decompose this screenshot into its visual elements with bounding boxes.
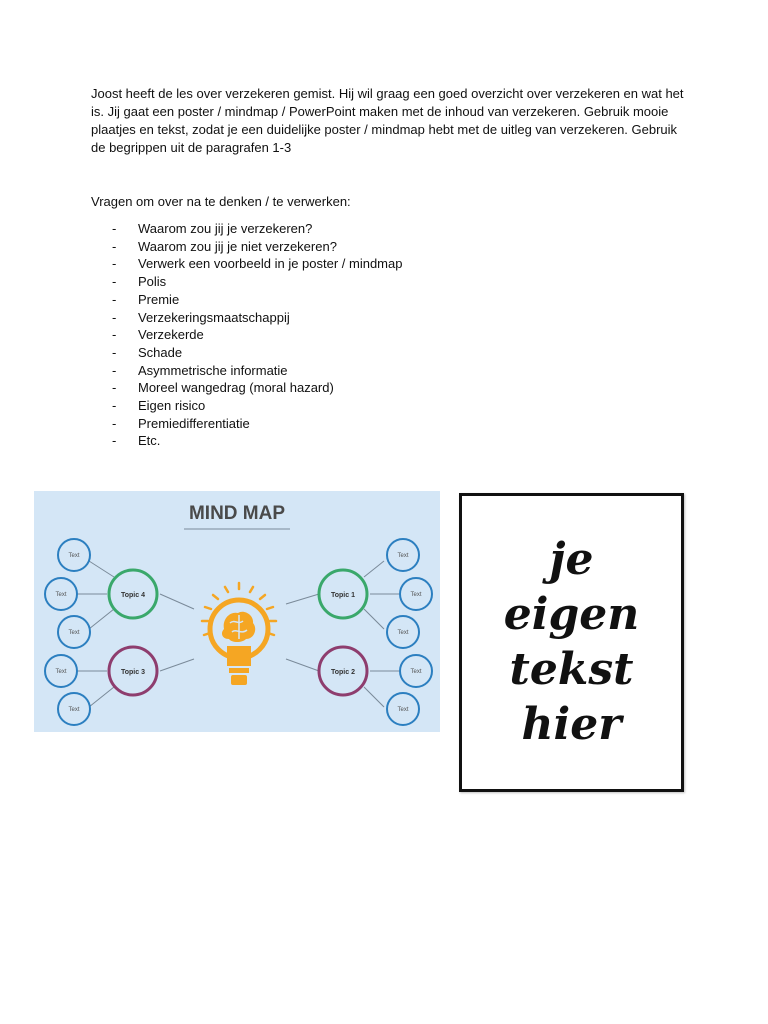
leaf-node: Text <box>399 577 433 611</box>
list-item: - Premie <box>112 291 402 309</box>
leaf-label: Text <box>68 707 79 713</box>
list-item: - Eigen risico <box>112 397 402 415</box>
list-item-text: Waarom zou jij je niet verzekeren? <box>138 238 337 254</box>
list-item-text: Premiedifferentiatie <box>138 415 250 431</box>
list-item: - Verwerk een voorbeeld in je poster / mi… <box>112 255 402 273</box>
list-dash: - <box>112 380 117 396</box>
list-item-text: Verwerk een voorbeeld in je poster / min… <box>138 256 403 272</box>
list-item: - Waarom zou jij je verzekeren? <box>112 220 402 238</box>
leaf-label: Text <box>55 592 66 598</box>
topic-2-node: Topic 2 <box>317 645 369 697</box>
list-dash: - <box>112 256 117 272</box>
bulb-base-2 <box>231 675 247 685</box>
leaf-node: Text <box>386 615 420 649</box>
leaf-node: Text <box>399 654 433 688</box>
list-dash: - <box>112 291 117 307</box>
leaf-label: Text <box>68 630 79 636</box>
topic-3-node: Topic 3 <box>107 645 159 697</box>
list-item-text: Waarom zou jij je verzekeren? <box>138 221 313 236</box>
topic-2-label: Topic 2 <box>331 669 355 676</box>
leaf-node: Text <box>57 692 91 726</box>
leaf-label: Text <box>68 553 79 559</box>
list-dash: - <box>112 433 117 449</box>
topic-4-label: Topic 4 <box>121 592 145 599</box>
leaf-node: Text <box>44 654 78 688</box>
list-item: - Asymmetrische informatie <box>112 362 402 380</box>
list-item-text: Verzekeringsmaatschappij <box>138 309 290 325</box>
bulb-neck <box>227 646 251 666</box>
list-dash: - <box>112 415 117 431</box>
list-dash: - <box>112 327 117 343</box>
list-dash: - <box>112 362 117 378</box>
poster-line-4: hier <box>521 699 622 750</box>
list-dash: - <box>112 309 117 325</box>
poster-frame: je eigen tekst hier <box>459 493 684 792</box>
poster-line-1: je <box>549 534 594 585</box>
list-item: - Waarom zou jij je niet verzekeren? <box>112 238 402 256</box>
intro-paragraph: Joost heeft de les over verzekeren gemis… <box>91 86 684 155</box>
list-dash: - <box>112 344 117 360</box>
leaf-label: Text <box>55 669 66 675</box>
list-item: - Polis <box>112 273 402 291</box>
list-dash: - <box>112 238 117 254</box>
list-item-text: Polis <box>138 274 167 290</box>
leaf-label: Text <box>410 669 421 675</box>
topic-1-label: Topic 1 <box>331 592 355 599</box>
list-item: - Verzekerde <box>112 326 402 344</box>
list-item: - Moreel wangedrag (moral hazard) <box>112 379 402 397</box>
list-item: - Verzekeringsmaatschappij <box>112 309 402 327</box>
mind-map-title: MIND MAP <box>189 503 285 524</box>
mind-map-image: MIND MAP <box>34 491 440 732</box>
list-item-text: Etc. <box>138 433 161 449</box>
poster-line-2: eigen <box>503 589 640 640</box>
bulb-rays <box>200 581 278 637</box>
connector-lines <box>77 560 399 708</box>
list-item: - Premiedifferentiatie <box>112 415 402 433</box>
list-item-text: Schade <box>138 344 183 360</box>
leaf-label: Text <box>397 553 408 559</box>
topic-1-node: Topic 1 <box>317 568 369 620</box>
poster-text: je eigen tekst hier <box>462 532 681 752</box>
leaf-node: Text <box>44 577 78 611</box>
list-item-text: Moreel wangedrag (moral hazard) <box>138 380 334 396</box>
questions-heading: Vragen om over na te denken / te verwerk… <box>91 194 351 209</box>
leaf-node: Text <box>57 615 91 649</box>
list-dash: - <box>112 274 117 290</box>
leaf-node: Text <box>386 692 420 726</box>
bulb-base-1 <box>229 668 249 673</box>
brain-folds <box>229 615 248 639</box>
lightbulb-brain-icon <box>200 581 278 685</box>
poster-line-3: tekst <box>509 644 634 695</box>
questions-list: - Waarom zou jij je verzekeren? - Waarom z… <box>112 220 402 450</box>
list-item-text: Verzekerde <box>138 327 204 343</box>
leaf-label: Text <box>410 592 421 598</box>
list-item: - Etc. <box>112 432 402 450</box>
leaf-node: Text <box>57 538 91 572</box>
list-item-text: Eigen risico <box>138 398 206 414</box>
mind-map-diagram: MIND MAP <box>44 503 433 726</box>
leaf-label: Text <box>397 630 408 636</box>
list-item: - Schade <box>112 344 402 362</box>
list-dash: - <box>112 398 117 414</box>
topic-4-node: Topic 4 <box>107 568 159 620</box>
topic-3-label: Topic 3 <box>121 669 145 676</box>
list-item-text: Asymmetrische informatie <box>138 362 288 378</box>
list-item-text: Premie <box>138 291 180 307</box>
list-dash: - <box>112 221 117 236</box>
leaf-label: Text <box>397 707 408 713</box>
leaf-node: Text <box>386 538 420 572</box>
